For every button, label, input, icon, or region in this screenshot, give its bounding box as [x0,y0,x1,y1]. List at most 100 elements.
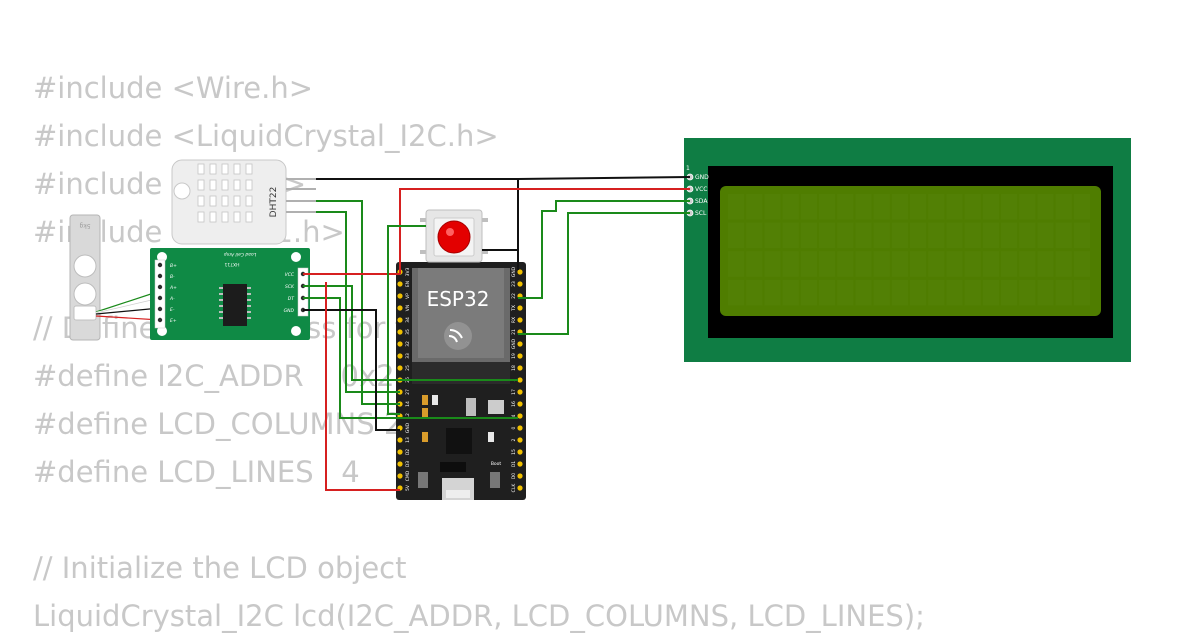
hx711-pin-aminus: A- [169,296,175,302]
boot-button[interactable] [490,472,500,488]
lcd-char-cell [1055,251,1072,277]
lcd-char-cell [764,251,781,277]
wires [142,176,691,491]
lcd-char-cell [728,279,745,306]
lcd-char-cell [800,194,817,220]
esp32-pin-label: VP [405,293,411,299]
lcd-char-cell [764,222,781,249]
wire-hx-5v [142,322,158,490]
lcd-char-cell [1055,194,1072,220]
esp32-pin[interactable] [517,389,523,395]
esp32-pin[interactable] [517,473,523,479]
lcd-char-cell [819,222,836,249]
esp32-pin[interactable] [517,305,523,311]
lcd-char-cell [946,279,963,306]
esp32-pin[interactable] [397,365,403,371]
lcd-char-cell [728,251,745,277]
lcd-char-cell [946,222,963,249]
lcd-char-cell [946,194,963,220]
esp32-pin-label: D2 [405,449,411,455]
lcd-char-cell [891,194,908,220]
esp32-pin[interactable] [517,281,523,287]
esp32-pin-label: 2 [511,438,517,441]
lcd-char-cell [782,251,799,277]
lcd-char-cell [873,279,890,306]
lcd-char-cell [746,279,763,306]
esp32-pin[interactable] [397,305,403,311]
lcd-char-cell [873,251,890,277]
lcd-char-cell [910,251,927,277]
load-cell-wires [95,290,161,321]
esp32-pin-label: 32 [405,341,411,347]
esp32-left-pins: 3V3ENVPVN343532332526271412GND13D2D3CMD5… [397,267,411,491]
wire-esp-5v [325,282,400,491]
lcd-char-cell [1001,222,1018,249]
lcd-char-cell [1055,279,1072,306]
lcd-char-cell [1073,279,1090,306]
esp32-pin[interactable] [517,269,523,275]
esp32-pin[interactable] [397,449,403,455]
lcd-char-cell [946,251,963,277]
lcd-char-cell [782,194,799,220]
lcd-char-cell [982,194,999,220]
lcd-display[interactable]: 1 GND VCC SDA SCL [684,138,1131,362]
wire-btn-a [387,225,426,415]
esp32-pin-label: CMD [405,470,411,481]
esp32-pin[interactable] [517,317,523,323]
esp32-pin[interactable] [517,341,523,347]
esp32-pin-label: EN [405,281,411,287]
lcd-char-cell [837,251,854,277]
lcd-char-cell [1037,194,1054,220]
lcd-char-cell [855,279,872,306]
esp32-pin[interactable] [517,401,523,407]
wire-dht-vcc [316,211,400,393]
esp32-pin-label: 17 [511,389,517,395]
esp32-pin[interactable] [397,293,403,299]
esp32-pin[interactable] [517,485,523,491]
hx711-chip [223,284,247,326]
esp32-pin[interactable] [517,365,523,371]
esp32-pin-label: 34 [405,317,411,323]
esp32-pin[interactable] [397,281,403,287]
lcd-char-cell [891,279,908,306]
esp32-pin[interactable] [397,437,403,443]
esp32-pin[interactable] [517,425,523,431]
lcd-char-cell [855,251,872,277]
hx711-pin-eminus: E- [170,307,175,313]
esp32-pin[interactable] [397,341,403,347]
hx711-pin-sck: SCK [285,284,295,290]
esp32-board[interactable]: ESP32 Boot 3V3ENVPVN343532332526271412GN… [396,262,526,500]
lcd-char-cell [855,194,872,220]
lcd-char-cell [982,251,999,277]
lcd-char-cell [982,279,999,306]
esp32-label: ESP32 [427,287,490,311]
hx711-board[interactable]: Load Cell Amp HX711 B+ B- A+ A- E- E+ VC… [150,248,310,340]
esp32-pin[interactable] [397,329,403,335]
esp32-pin[interactable] [517,437,523,443]
esp32-pin-label: 12 [405,413,411,419]
lcd-char-cell [964,194,981,220]
esp32-pin[interactable] [517,377,523,383]
wire-lcd-sda [518,200,690,299]
lcd-char-cell [1019,251,1036,277]
esp32-pin[interactable] [397,317,403,323]
esp32-pin[interactable] [397,461,403,467]
lcd-char-cell [764,194,781,220]
esp32-pin-label: TX [511,305,517,312]
push-button[interactable] [420,209,488,263]
esp32-pin-label: 13 [405,437,411,443]
lcd-char-cell [1001,279,1018,306]
esp32-pin[interactable] [517,413,523,419]
lcd-char-cell [764,279,781,306]
dht22-sensor[interactable]: DHT22 [171,159,316,245]
lcd-char-cell [891,222,908,249]
en-button[interactable] [418,472,428,488]
esp32-pin[interactable] [517,353,523,359]
esp32-pin[interactable] [397,353,403,359]
lcd-char-cell [1073,194,1090,220]
esp32-pin[interactable] [517,461,523,467]
esp32-pin[interactable] [397,473,403,479]
esp32-pin-label: CLK [511,483,517,493]
load-cell[interactable]: 5kg [69,214,101,341]
esp32-pin[interactable] [517,449,523,455]
